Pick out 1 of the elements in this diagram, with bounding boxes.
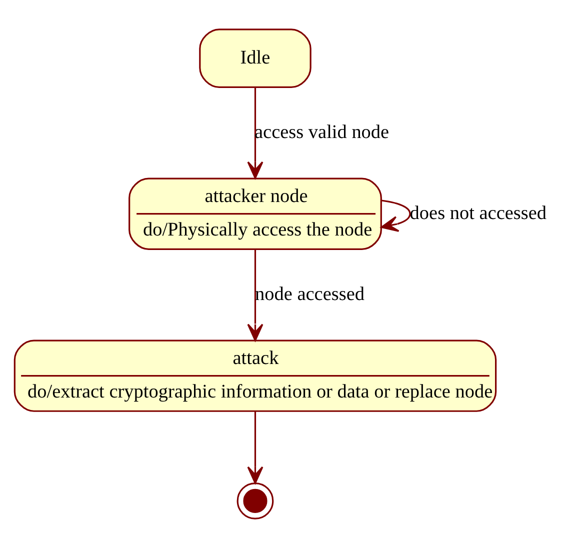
edge-label: does not accessed: [410, 202, 547, 224]
